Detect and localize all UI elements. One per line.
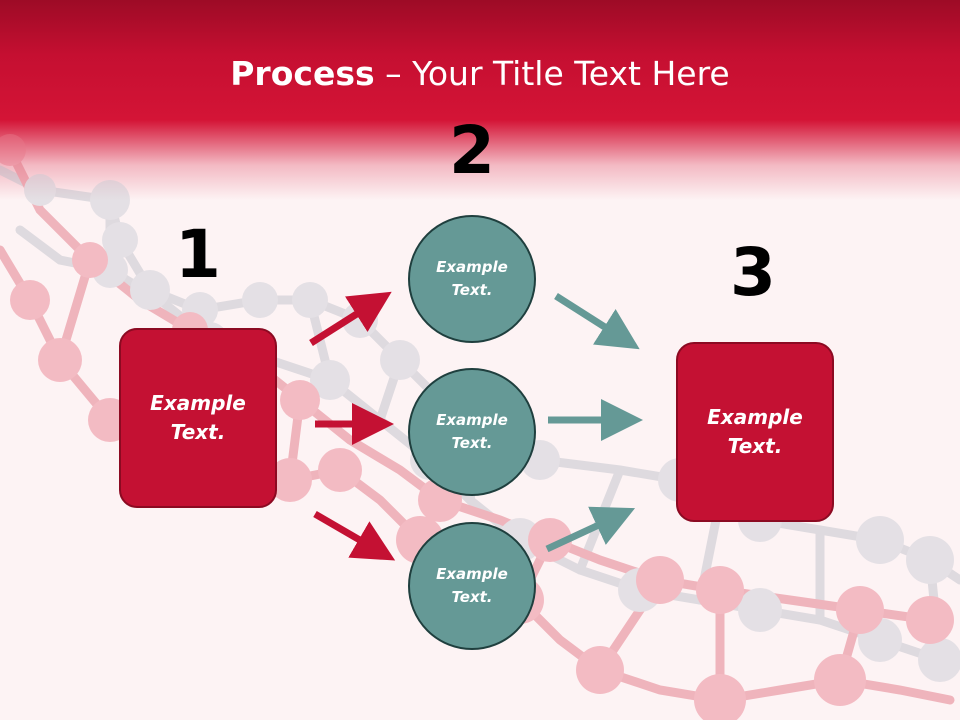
title-rest: – Your Title Text Here xyxy=(374,54,730,93)
slide-title: Process – Your Title Text Here xyxy=(0,52,960,96)
step-number-1: 1 xyxy=(175,216,221,293)
step-number-2: 2 xyxy=(449,112,495,189)
red-arrow-down xyxy=(313,510,396,561)
circle-middle-text: Example Text. xyxy=(436,411,508,452)
teal-arrow-up xyxy=(545,506,636,553)
right-step-text: Example Text. xyxy=(707,405,803,458)
title-bold: Process xyxy=(230,54,375,93)
left-step-box: Example Text. xyxy=(119,328,277,508)
circle-bottom: Example Text. xyxy=(408,522,536,650)
left-step-text: Example Text. xyxy=(150,391,246,444)
circle-top: Example Text. xyxy=(408,215,536,343)
header-band xyxy=(0,0,960,200)
circle-top-text: Example Text. xyxy=(436,258,508,299)
teal-arrow-down xyxy=(554,293,640,350)
red-arrow-up xyxy=(309,291,392,346)
step-number-3: 3 xyxy=(730,234,776,311)
right-step-box: Example Text. xyxy=(676,342,834,522)
circle-bottom-text: Example Text. xyxy=(436,565,508,606)
circle-middle: Example Text. xyxy=(408,368,536,496)
